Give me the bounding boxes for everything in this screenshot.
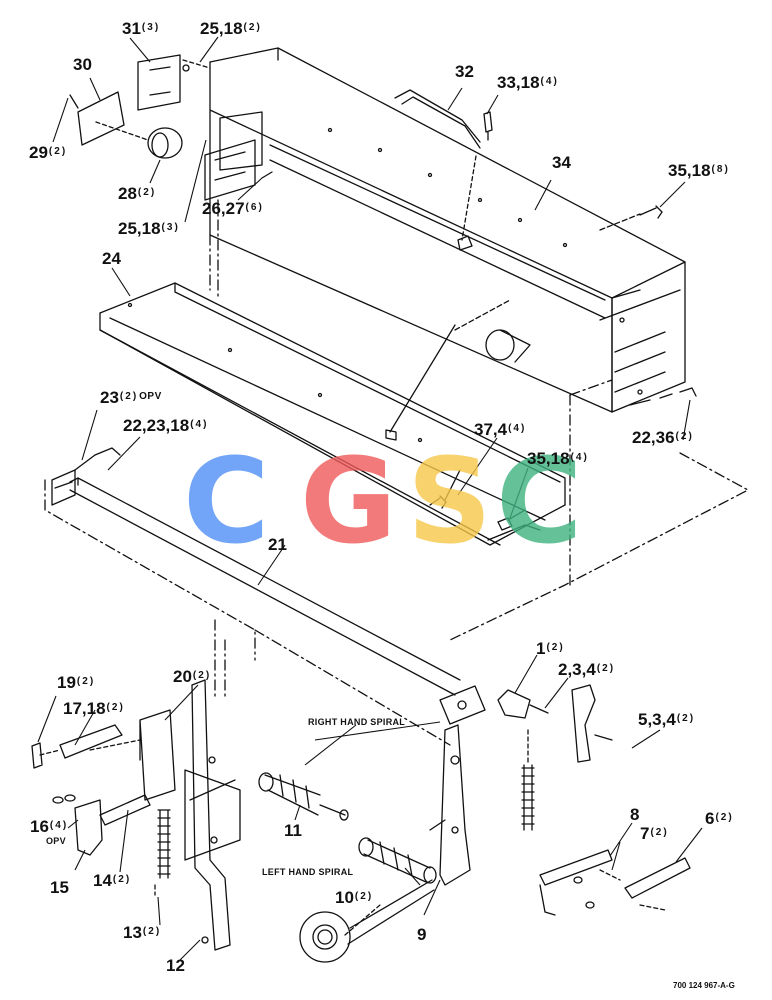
bar-end-bracket-right: [439, 685, 486, 725]
callout-29: 29(2): [29, 143, 68, 162]
bracket-1: [497, 689, 531, 719]
bolt-37: [429, 495, 447, 509]
callout-7: 7(2): [640, 824, 669, 843]
watermark-letter-c1: C: [183, 432, 270, 570]
callout-14: 14(2): [93, 871, 132, 890]
callout-10: 10(2): [335, 888, 374, 907]
callout-8: 8: [630, 805, 640, 824]
bracket-20: [139, 709, 176, 801]
bolt-22-36: [629, 387, 697, 406]
callout-2-3-4: 2,3,4(2): [558, 660, 616, 679]
callout-22-36: 22,36(2): [632, 428, 694, 447]
bolt-35-bottom: [497, 517, 513, 531]
callout-26-27: 26,27(6): [202, 199, 264, 218]
callout-1: 1(2): [536, 639, 565, 658]
callout-20: 20(2): [173, 667, 212, 686]
callout-15: 15: [50, 878, 69, 897]
handle-32: [394, 89, 481, 149]
callout-16: 16(4): [30, 817, 69, 836]
arm-17: [59, 724, 123, 759]
watermark-letter-s: S: [407, 432, 492, 570]
bearing-10: [299, 911, 351, 963]
callout-31: 31(3): [122, 19, 161, 38]
callout-11: 11: [284, 821, 302, 840]
right-hand-spiral-11: [258, 772, 349, 821]
callout-25-18-top: 25,18(2): [200, 19, 262, 38]
callout-9: 9: [417, 925, 427, 944]
housing-inner-plate: [219, 111, 263, 171]
callout-35-18-top: 35,18(8): [668, 161, 730, 180]
callout-24: 24: [102, 249, 121, 268]
watermark-letter-g: G: [300, 432, 397, 570]
link-2: [571, 684, 596, 763]
bracket-15: [74, 799, 103, 856]
plate-12: [191, 679, 231, 951]
bracket-8: [539, 849, 613, 886]
callout-37-4: 37,4(4): [474, 420, 527, 439]
callout-5-3-4: 5,3,4(2): [638, 710, 696, 729]
screw-25-top: [182, 64, 190, 72]
callout-25-18-mid: 25,18(3): [118, 219, 180, 238]
arm-6: [624, 857, 691, 899]
callout-17-18: 17,18(2): [63, 699, 125, 718]
note-right-hand-spiral: RIGHT HAND SPIRAL: [308, 717, 406, 727]
roller-28: [147, 127, 183, 159]
callout-28: 28(2): [118, 184, 157, 203]
callout-16-opv: OPV: [46, 836, 66, 846]
document-number: 700 124 967-A-G: [673, 981, 735, 990]
bolt-33: [483, 111, 493, 141]
note-left-hand-spiral: LEFT HAND SPIRAL: [262, 867, 354, 877]
callout-33-18: 33,18(4): [497, 73, 559, 92]
callout-19: 19(2): [57, 673, 96, 692]
spring-13: [157, 809, 171, 879]
callout-6: 6(2): [705, 809, 734, 828]
tray-24: [99, 282, 566, 546]
callout-22-23-18: 22,23,18(4): [123, 416, 209, 435]
callout-34: 34: [552, 153, 571, 172]
bolt-35-top: [639, 205, 663, 219]
arm-9: [439, 724, 471, 886]
left-hand-spiral: [358, 837, 437, 884]
mount-31: [137, 54, 181, 111]
plate-30: [77, 91, 125, 146]
pin-19: [31, 742, 43, 769]
callout-23: 23(2)OPV: [100, 388, 162, 407]
bar-21: [51, 469, 486, 725]
callout-32: 32: [455, 62, 474, 81]
spring-right: [521, 764, 535, 831]
callout-35-18-bottom: 35,18(4): [527, 449, 589, 468]
callout-12: 12: [166, 956, 185, 975]
callout-21: 21: [268, 535, 287, 554]
bar-end-bracket: [51, 469, 76, 506]
arm-14: [99, 794, 151, 826]
watermark-letter-c2: C: [496, 432, 583, 570]
callout-30: 30: [73, 55, 92, 74]
housing-34: [209, 47, 686, 413]
callout-13: 13(2): [123, 923, 162, 942]
